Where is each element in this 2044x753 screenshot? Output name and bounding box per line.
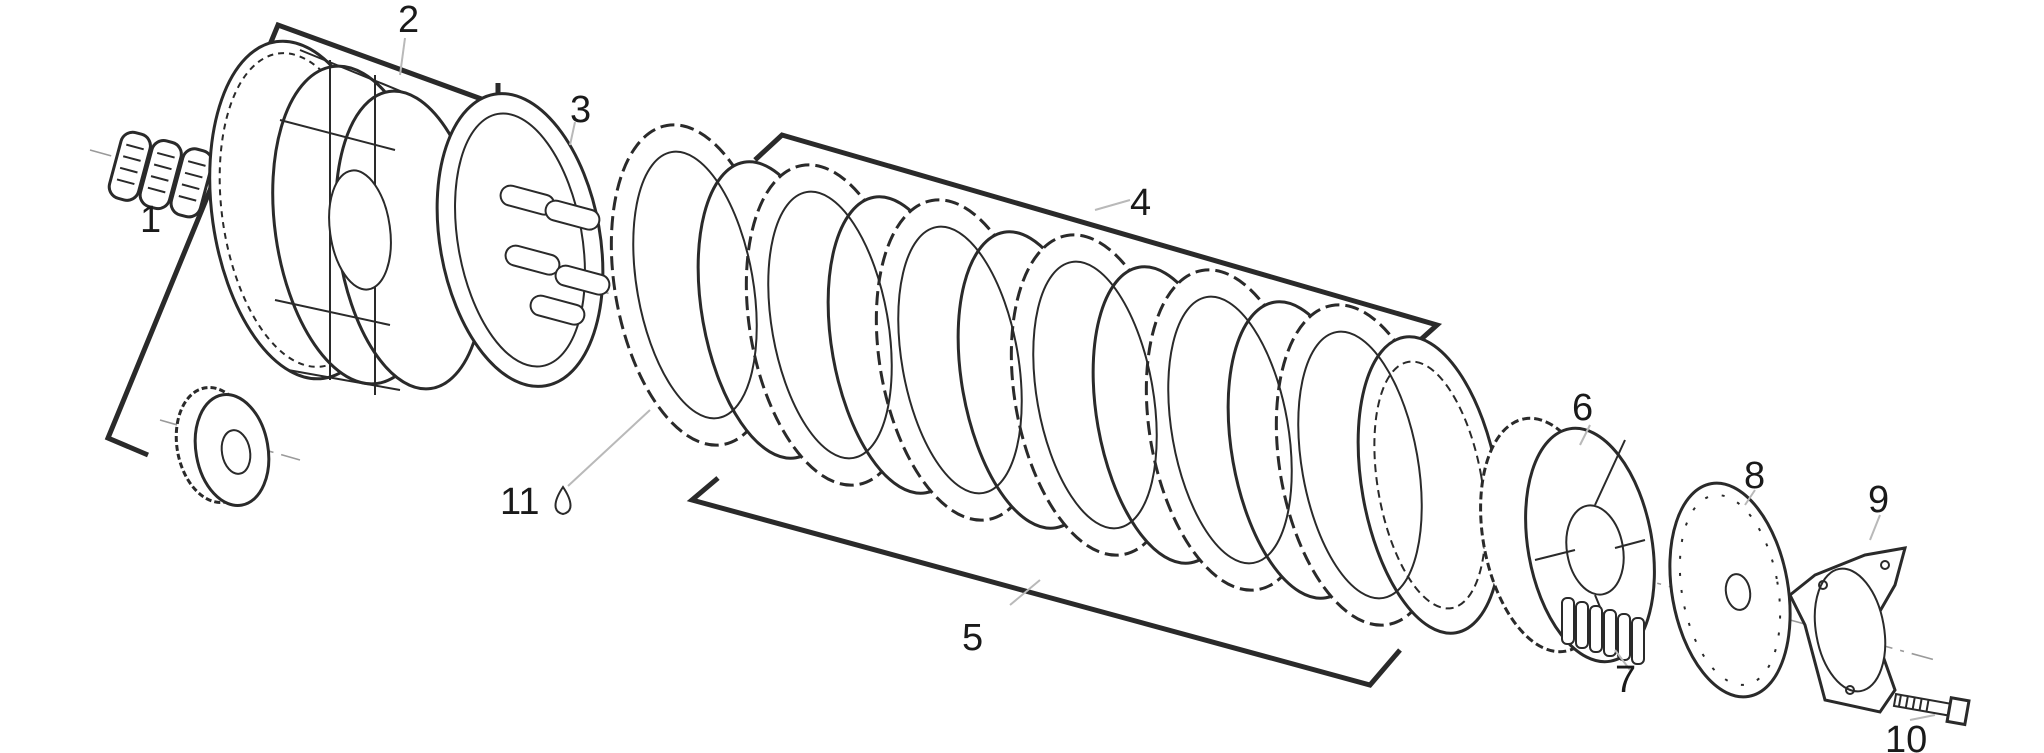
callout-7: 7 [1615, 659, 1636, 701]
callout-3: 3 [570, 89, 591, 131]
callout-2: 2 [398, 0, 419, 41]
part-11-oil-drop[interactable] [554, 409, 651, 516]
callout-11: 11 [500, 481, 539, 523]
clutch-plate-stack[interactable] [588, 112, 1523, 645]
callout-4: 4 [1130, 182, 1151, 224]
part-3-pressure-plate[interactable] [416, 80, 625, 399]
part-10-bolt[interactable] [1892, 688, 1971, 727]
callout-10: 10 [1885, 719, 1927, 753]
part-1-needle-bearings[interactable] [107, 130, 215, 220]
callout-9: 9 [1868, 479, 1889, 521]
part-2-clutch-basket[interactable] [189, 29, 502, 398]
part-7-clutch-springs[interactable] [1561, 597, 1645, 665]
callout-1: 1 [140, 199, 161, 241]
primary-gear[interactable] [168, 381, 278, 511]
callout-8: 8 [1744, 455, 1765, 497]
callout-6: 6 [1572, 387, 1593, 429]
part-9-retainer-plate[interactable] [1788, 546, 1908, 714]
part-8-spring-plate[interactable] [1654, 474, 1806, 707]
part-6-clutch-hub[interactable] [1463, 408, 1671, 672]
callout-5: 5 [962, 617, 983, 659]
